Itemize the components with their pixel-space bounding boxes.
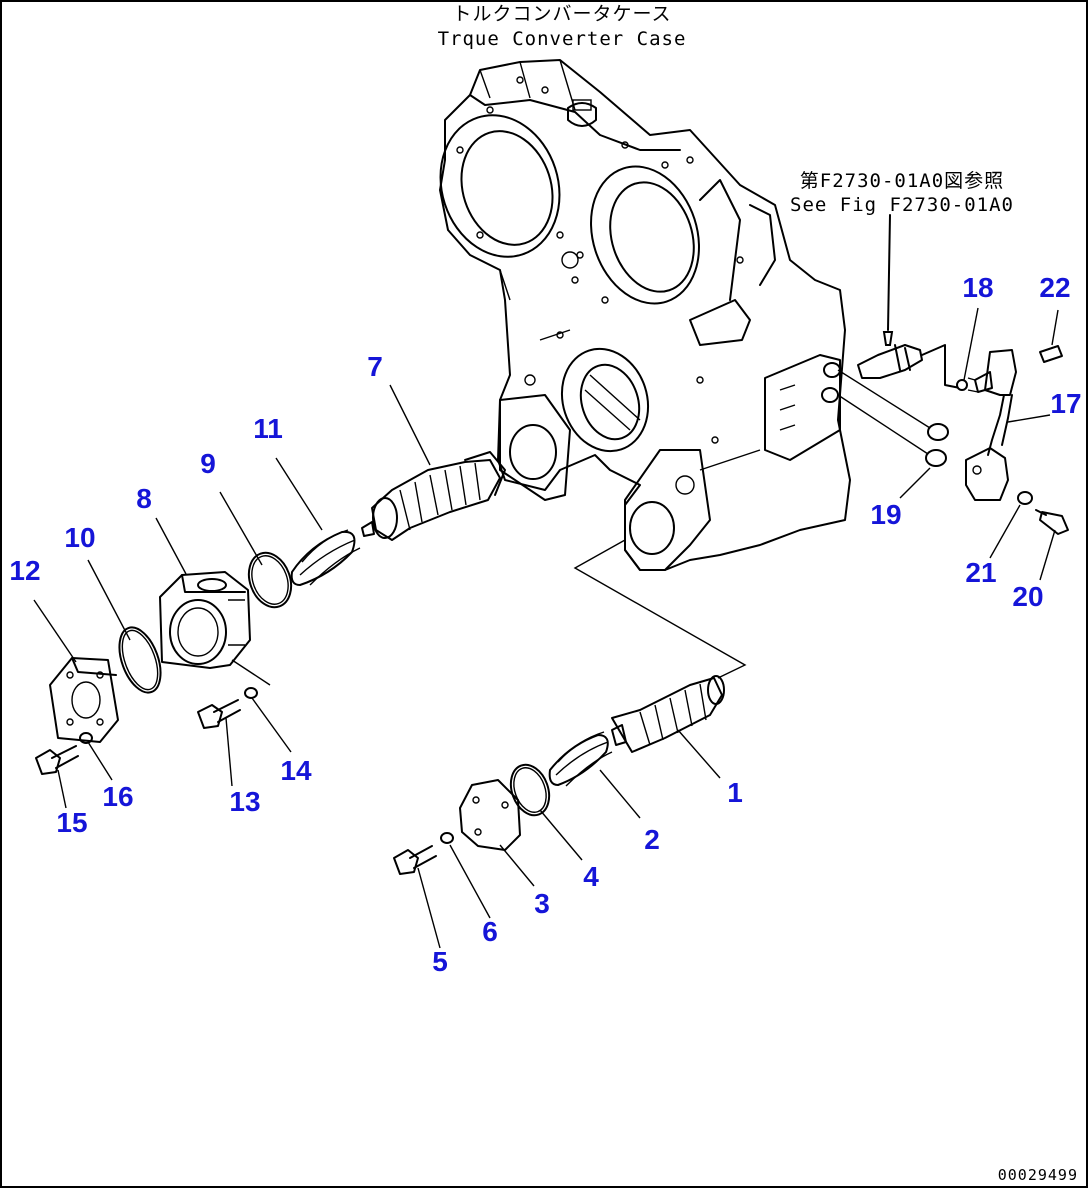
callout-21: 21 <box>965 557 996 588</box>
part-4-oring <box>509 763 551 817</box>
reference-en: See Fig F2730-01A0 <box>790 194 1014 216</box>
leader-lines <box>33 307 1059 949</box>
part-21-washer <box>1017 491 1033 505</box>
callout-4: 4 <box>583 861 599 892</box>
converter-case <box>439 59 851 571</box>
part-3-cover <box>459 779 521 851</box>
drawing-number: 00029499 <box>998 1166 1078 1184</box>
part-11-spring <box>290 529 361 586</box>
callout-9: 9 <box>200 448 216 479</box>
part-9-oring <box>247 551 293 609</box>
part-1-strainer <box>611 675 725 753</box>
callout-16: 16 <box>102 781 133 812</box>
callout-6: 6 <box>482 916 498 947</box>
callout-18: 18 <box>962 272 993 303</box>
callout-8: 8 <box>136 483 152 514</box>
callout-12: 12 <box>9 555 40 586</box>
part-13-bolt <box>197 699 241 729</box>
leader-8-14 <box>231 659 271 686</box>
callout-14: 14 <box>280 755 312 786</box>
callout-5: 5 <box>432 946 448 977</box>
callout-2: 2 <box>644 824 660 855</box>
part-18-plug <box>956 379 968 391</box>
callout-7: 7 <box>367 351 383 382</box>
part-20-bolt <box>1035 509 1069 535</box>
callout-10: 10 <box>64 522 95 553</box>
title-jp: トルクコンバータケース <box>452 3 671 25</box>
part-10-oring <box>118 626 162 694</box>
callout-17: 17 <box>1050 388 1081 419</box>
callout-11: 11 <box>253 413 283 444</box>
part-6-washer <box>440 832 454 844</box>
callout-19: 19 <box>870 499 901 530</box>
part-12-cover <box>49 657 119 743</box>
callout-15: 15 <box>56 807 87 838</box>
reference-pipe <box>857 214 961 389</box>
part-19-orings <box>837 369 949 467</box>
title-en: Trque Converter Case <box>438 28 687 50</box>
reference-jp: 第F2730-01A0図参照 <box>800 170 1004 192</box>
part-8-housing <box>159 571 251 669</box>
callout-numbers: 1 2 3 4 5 6 7 8 9 10 11 12 13 14 15 16 1… <box>9 272 1081 977</box>
callout-22: 22 <box>1039 272 1070 303</box>
part-15-bolt <box>35 745 79 775</box>
part-7-strainer <box>361 451 506 541</box>
callout-20: 20 <box>1012 581 1043 612</box>
part-5-bolt <box>393 845 437 875</box>
callout-1: 1 <box>727 777 743 808</box>
callout-3: 3 <box>534 888 550 919</box>
part-16-washer <box>79 732 93 744</box>
part-22-plug <box>1039 345 1063 363</box>
part-14-washer <box>244 687 258 699</box>
callout-13: 13 <box>229 786 260 817</box>
part-2-spring <box>548 731 613 787</box>
case-connector-leader <box>573 539 747 679</box>
part-17-adapter <box>965 349 1017 501</box>
